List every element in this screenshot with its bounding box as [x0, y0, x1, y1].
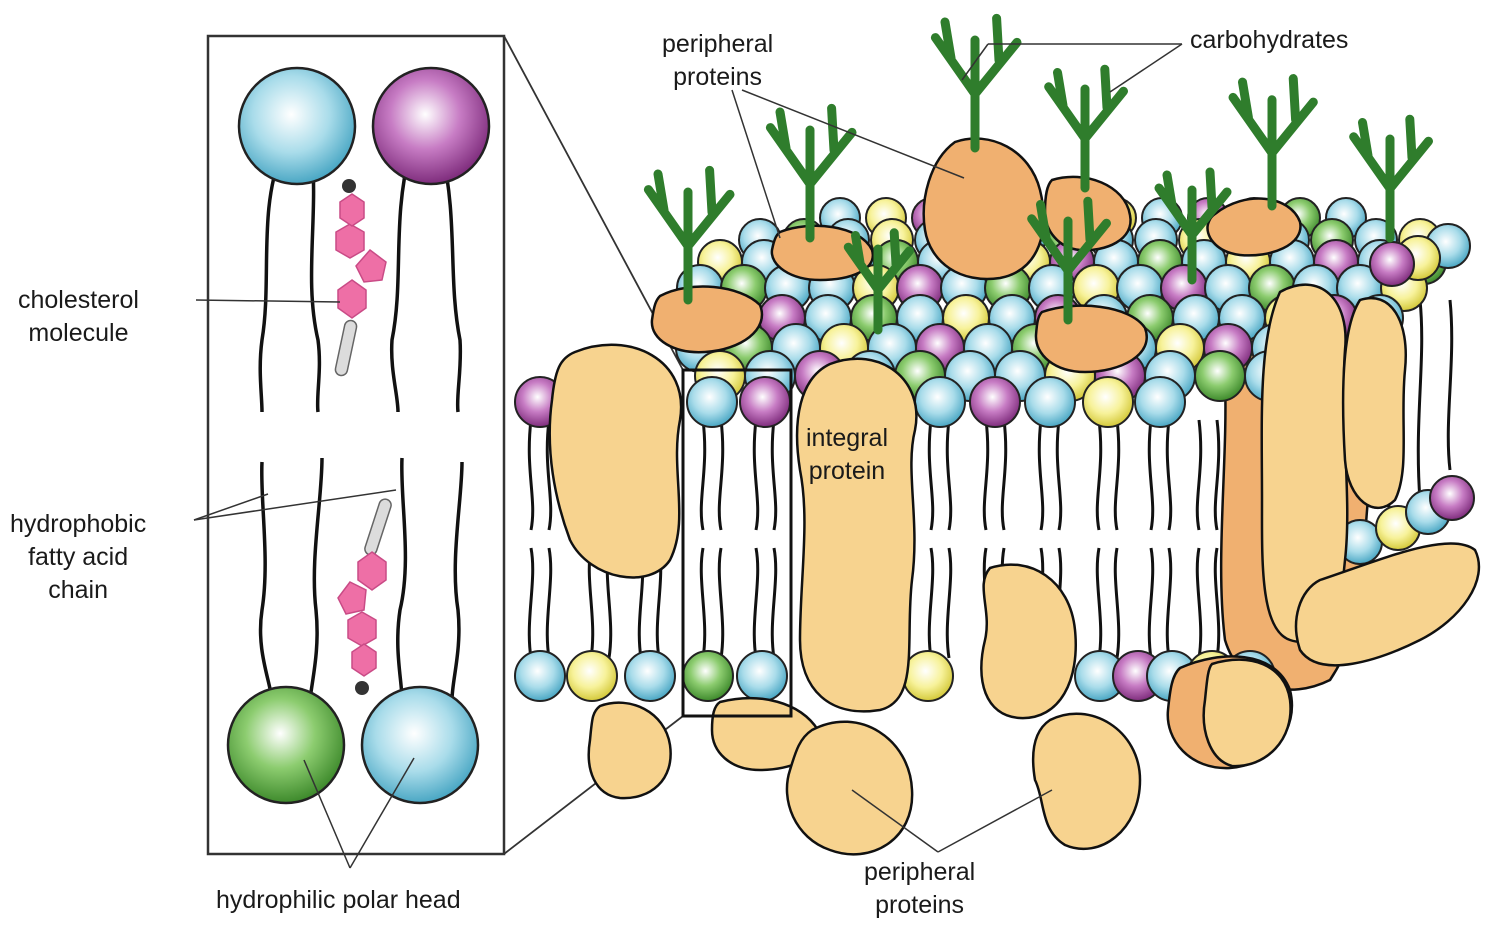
label-integral-line1: integral — [806, 424, 888, 452]
label-cholesterol-line2: molecule — [28, 319, 129, 347]
fatty-acid-tail — [1113, 419, 1121, 659]
carbohydrate-chain — [1349, 114, 1433, 243]
protein-blob — [785, 720, 914, 856]
leader-hydrophobic-1 — [193, 493, 269, 521]
phospholipid-head — [1429, 475, 1475, 521]
label-hydrophobic-chain: hydrophobic fatty acid chain — [10, 508, 146, 607]
carbohydrate-chain — [1044, 64, 1128, 193]
label-carbohydrates: carbohydrates — [1190, 26, 1349, 54]
label-hydrophobic-line3: chain — [48, 576, 108, 604]
fatty-acid-tail — [527, 419, 535, 659]
label-peripheral-proteins-top: peripheral proteins — [662, 28, 773, 94]
phospholipid-head — [914, 376, 966, 428]
fatty-acid-tail — [1095, 419, 1103, 659]
phospholipid-head — [686, 376, 738, 428]
carbohydrate-chain — [765, 103, 857, 243]
carbohydrate-chain — [1154, 167, 1232, 285]
protein-blob — [1034, 304, 1148, 374]
protein-blob — [650, 285, 764, 354]
label-peripheral-top-line2: proteins — [673, 63, 763, 91]
protein-blob — [922, 137, 1045, 281]
polar-head-blue-bottom — [360, 685, 480, 805]
polar-head-green-bottom — [226, 685, 346, 805]
fatty-acid-tail — [945, 419, 953, 659]
label-cholesterol-molecule: cholesterol molecule — [18, 284, 139, 350]
label-hydrophobic-line1: hydrophobic — [10, 510, 147, 538]
carbohydrate-chain — [643, 165, 735, 305]
phospholipid-head — [1194, 350, 1246, 402]
cholesterol-lower — [337, 498, 392, 695]
upper-tails — [258, 151, 463, 413]
leader-hydrophilic-1 — [303, 759, 351, 869]
polar-head-purple-top — [371, 66, 491, 186]
fatty-acid-tail — [927, 419, 935, 659]
label-cholesterol-line1: cholesterol — [18, 286, 139, 314]
label-peripheral-top-line1: peripheral — [662, 30, 774, 58]
carbohydrate-chain — [930, 13, 1022, 153]
label-peripheral-proteins-bottom: peripheral proteins — [864, 856, 975, 922]
phospholipid-head — [1024, 376, 1076, 428]
label-hydrophilic-polar-head: hydrophilic polar head — [216, 886, 461, 914]
phospholipid-head — [1369, 241, 1415, 287]
fatty-acid-tail — [1416, 299, 1424, 501]
fatty-acid-tail — [1147, 419, 1155, 659]
fatty-acid-tail — [1213, 419, 1221, 659]
fatty-acid-tail — [717, 419, 725, 659]
carbohydrate-chain — [843, 228, 914, 335]
protein-blob — [1294, 542, 1481, 667]
polar-head-blue-top — [237, 66, 357, 186]
fatty-acid-tail — [1165, 419, 1173, 659]
leader-cholesterol — [195, 299, 341, 303]
carbohydrate-chain — [1027, 196, 1111, 325]
protein-blob — [587, 701, 672, 800]
phospholipid-head — [514, 650, 566, 702]
phospholipid-head — [902, 650, 954, 702]
label-peripheral-bottom-line2: proteins — [875, 891, 965, 919]
phospholipid-head — [1134, 376, 1186, 428]
fatty-acid-tail — [770, 419, 778, 659]
phospholipid-head — [736, 650, 788, 702]
label-peripheral-bottom-line1: peripheral — [864, 858, 976, 886]
fatty-acid-tail — [1195, 419, 1203, 659]
label-integral-line2: protein — [808, 457, 886, 485]
label-integral-protein: integral protein — [806, 422, 888, 488]
phospholipid-head — [624, 650, 676, 702]
phospholipid-head — [682, 650, 734, 702]
highlight-box — [681, 368, 793, 718]
lower-tails — [258, 457, 464, 701]
protein-blob — [548, 343, 683, 579]
phospholipid-head — [566, 650, 618, 702]
fatty-acid-tail — [699, 419, 707, 659]
phospholipid-head — [969, 376, 1021, 428]
membrane-block — [514, 13, 1481, 856]
fatty-acid-tail — [1446, 299, 1454, 471]
phospholipid-head — [739, 376, 791, 428]
protein-blob — [1341, 296, 1408, 510]
leader-hydrophobic-2 — [193, 489, 397, 521]
protein-blob — [980, 563, 1077, 720]
protein-blob — [795, 357, 918, 713]
protein-blob — [770, 224, 875, 282]
leader-hydrophilic-2 — [349, 757, 415, 869]
label-hydrophobic-line2: fatty acid — [28, 543, 129, 571]
fatty-acid-tail — [752, 419, 760, 659]
membrane-leaders — [731, 43, 1183, 853]
cholesterol-upper — [334, 179, 387, 377]
phospholipid-head — [1082, 376, 1134, 428]
fatty-acid-tail — [545, 419, 553, 659]
carbohydrate-chain — [1228, 74, 1318, 211]
inset-panel — [193, 34, 684, 869]
protein-blob — [1031, 712, 1142, 851]
protein-blob — [1202, 658, 1292, 768]
